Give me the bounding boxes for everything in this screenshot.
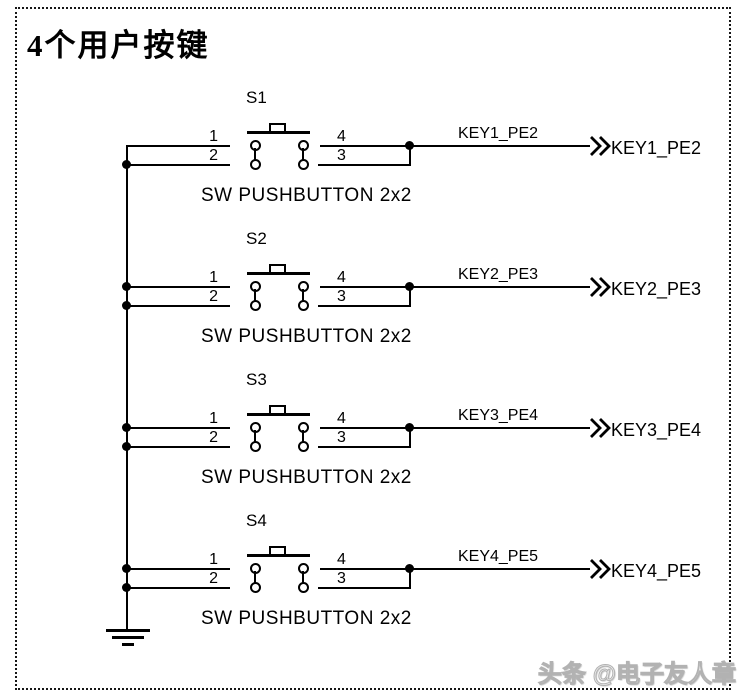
switch-contact-link bbox=[254, 148, 256, 162]
switch-contact-link bbox=[302, 289, 304, 303]
net-wire bbox=[410, 145, 590, 147]
switch-contact bbox=[250, 159, 261, 170]
double-chevron-right-icon bbox=[590, 559, 611, 579]
component-reference: S3 bbox=[246, 370, 267, 389]
pin-number: 2 bbox=[209, 570, 218, 587]
part-value-label: SW PUSHBUTTON 2x2 bbox=[201, 185, 412, 206]
pin-number: 3 bbox=[337, 288, 346, 305]
wire-pin3 bbox=[318, 305, 410, 307]
pin-number: 3 bbox=[337, 147, 346, 164]
offpage-port-label: KEY4_PE5 bbox=[611, 561, 702, 581]
component-reference: S1 bbox=[246, 88, 267, 107]
switch-contact-link bbox=[302, 571, 304, 585]
watermark: 头条 @电子友人章 bbox=[537, 661, 736, 689]
wire-pin3-riser bbox=[409, 286, 411, 307]
switch-contact bbox=[298, 582, 309, 593]
pin-number: 2 bbox=[209, 147, 218, 164]
earth-ground-icon bbox=[122, 643, 134, 646]
part-value-label: SW PUSHBUTTON 2x2 bbox=[201, 608, 412, 629]
switch-button-cap bbox=[269, 123, 286, 133]
junction-dot bbox=[405, 564, 414, 573]
wire-pin2 bbox=[127, 446, 230, 448]
pin-number: 1 bbox=[209, 128, 218, 145]
switch-contact-link bbox=[302, 430, 304, 444]
net-label: KEY4_PE5 bbox=[457, 548, 539, 565]
pin-number: 2 bbox=[209, 288, 218, 305]
pin-number: 4 bbox=[337, 128, 346, 145]
wire-pin1 bbox=[127, 286, 230, 288]
earth-ground-icon bbox=[106, 629, 150, 632]
net-wire bbox=[410, 568, 590, 570]
pin-number: 1 bbox=[209, 410, 218, 427]
switch-button-cap bbox=[269, 546, 286, 556]
switch-contact-link bbox=[254, 571, 256, 585]
wire-pin1 bbox=[127, 568, 230, 570]
pushbutton-row: S3 1 2 4 3 KEY3_PE4 KEY3_PE4 SW PUSHBUTT… bbox=[0, 368, 739, 500]
pushbutton-row: S1 1 2 4 3 KEY1_PE2 KEY1_PE2 SW PUSHBUTT… bbox=[0, 86, 739, 218]
switch-contact-link bbox=[254, 289, 256, 303]
switch-contact bbox=[250, 582, 261, 593]
switch-contact-link bbox=[302, 148, 304, 162]
wire-pin4 bbox=[320, 145, 410, 147]
net-wire bbox=[410, 427, 590, 429]
double-chevron-right-icon bbox=[590, 418, 611, 438]
switch-contact bbox=[250, 441, 261, 452]
wire-pin1 bbox=[127, 145, 230, 147]
switch-button-cap bbox=[269, 264, 286, 274]
offpage-port-label: KEY2_PE3 bbox=[611, 279, 702, 299]
ground-bus-wire bbox=[126, 145, 128, 631]
switch-contact bbox=[298, 159, 309, 170]
net-label: KEY3_PE4 bbox=[457, 407, 539, 424]
double-chevron-right-icon bbox=[590, 277, 611, 297]
junction-dot bbox=[405, 282, 414, 291]
wire-pin2 bbox=[127, 164, 230, 166]
wire-pin4 bbox=[320, 286, 410, 288]
switch-contact-link bbox=[254, 430, 256, 444]
pin-number: 4 bbox=[337, 410, 346, 427]
net-wire bbox=[410, 286, 590, 288]
wire-pin3 bbox=[318, 587, 410, 589]
wire-pin3 bbox=[318, 446, 410, 448]
wire-pin3-riser bbox=[409, 145, 411, 166]
wire-pin3-riser bbox=[409, 427, 411, 448]
pin-number: 1 bbox=[209, 269, 218, 286]
part-value-label: SW PUSHBUTTON 2x2 bbox=[201, 326, 412, 347]
pin-number: 2 bbox=[209, 429, 218, 446]
wire-pin3-riser bbox=[409, 568, 411, 589]
switch-contact bbox=[298, 441, 309, 452]
part-value-label: SW PUSHBUTTON 2x2 bbox=[201, 467, 412, 488]
earth-ground-icon bbox=[112, 636, 144, 639]
net-label: KEY2_PE3 bbox=[457, 266, 539, 283]
component-reference: S2 bbox=[246, 229, 267, 248]
junction-dot bbox=[405, 423, 414, 432]
pin-number: 3 bbox=[337, 570, 346, 587]
pin-number: 3 bbox=[337, 429, 346, 446]
double-chevron-right-icon bbox=[590, 136, 611, 156]
wire-pin1 bbox=[127, 427, 230, 429]
offpage-port-label: KEY1_PE2 bbox=[611, 138, 702, 158]
pin-number: 4 bbox=[337, 269, 346, 286]
page-title: 4个用户按键 bbox=[27, 28, 210, 63]
switch-button-cap bbox=[269, 405, 286, 415]
net-label: KEY1_PE2 bbox=[457, 125, 539, 142]
junction-dot bbox=[405, 141, 414, 150]
pin-number: 1 bbox=[209, 551, 218, 568]
component-reference: S4 bbox=[246, 511, 267, 530]
pin-number: 4 bbox=[337, 551, 346, 568]
offpage-port-label: KEY3_PE4 bbox=[611, 420, 702, 440]
pushbutton-row: S2 1 2 4 3 KEY2_PE3 KEY2_PE3 SW PUSHBUTT… bbox=[0, 227, 739, 359]
switch-contact bbox=[298, 300, 309, 311]
wire-pin2 bbox=[127, 587, 230, 589]
page-border bbox=[15, 7, 731, 690]
wire-pin2 bbox=[127, 305, 230, 307]
wire-pin3 bbox=[318, 164, 410, 166]
pushbutton-row: S4 1 2 4 3 KEY4_PE5 KEY4_PE5 SW PUSHBUTT… bbox=[0, 509, 739, 641]
wire-pin4 bbox=[320, 568, 410, 570]
wire-pin4 bbox=[320, 427, 410, 429]
switch-contact bbox=[250, 300, 261, 311]
